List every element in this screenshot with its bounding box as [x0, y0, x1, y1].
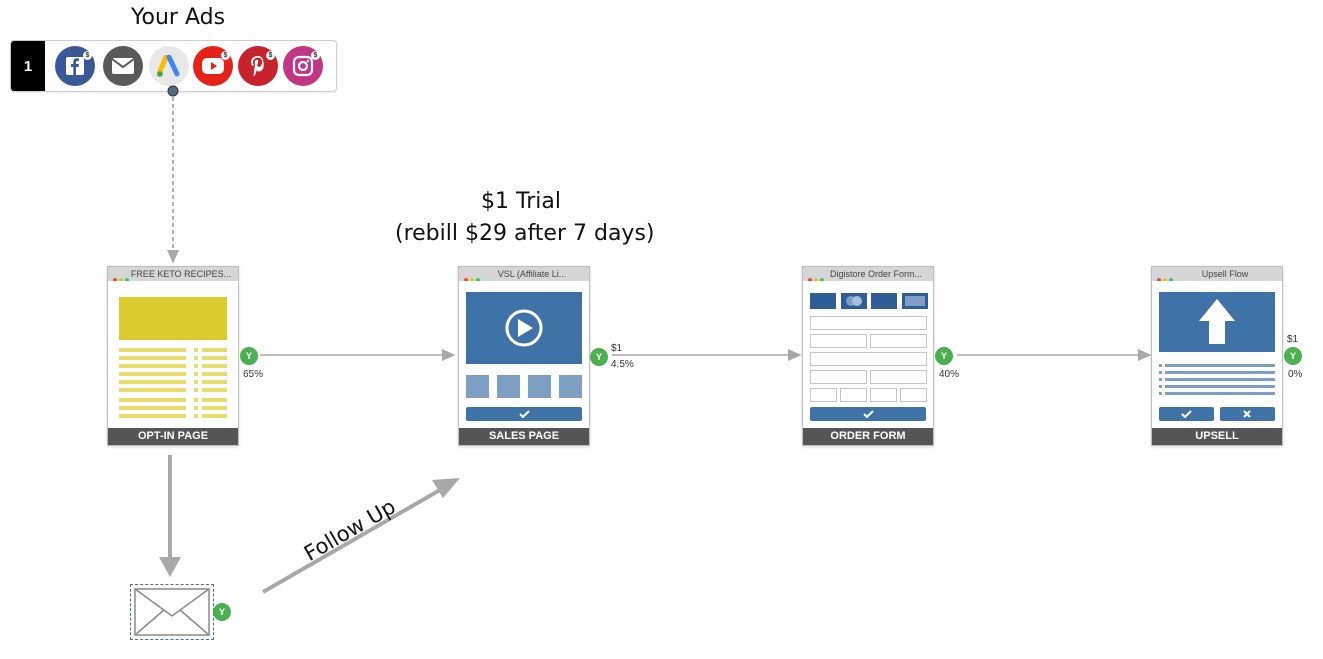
page-title: Your Ads [131, 5, 226, 30]
instagram-icon[interactable]: $ [283, 46, 323, 86]
upsell-yes-badge[interactable]: Y [1284, 347, 1302, 365]
sales-price: $1 [611, 343, 623, 354]
upsell-thumbnail [1159, 292, 1275, 421]
upsell-card[interactable]: Upsell Flow UPSELL [1151, 266, 1283, 446]
card-label: OPT-IN PAGE [108, 428, 238, 445]
upsell-conversion-rate: 0% [1288, 369, 1303, 380]
optin-page-thumbnail [119, 297, 227, 418]
sales-conversion-rate: 4.5% [611, 359, 634, 370]
card-label: SALES PAGE [459, 428, 589, 445]
upsell-price: $1 [1287, 334, 1299, 345]
youtube-icon[interactable]: $ [193, 46, 233, 86]
google-ads-icon[interactable] [149, 46, 189, 86]
card-label: UPSELL [1152, 428, 1282, 445]
card-title: FREE KETO RECIPES... [130, 269, 232, 279]
optin-page-card[interactable]: FREE KETO RECIPES... OPT-IN PAGE [107, 266, 239, 446]
card-title: Digistore Order Form... [829, 269, 923, 279]
order-form-thumbnail [810, 293, 928, 421]
follow-up-arrow-shaft [262, 488, 441, 594]
sales-page-card[interactable]: VSL (Affiliate Li... SALES PAGE [458, 266, 590, 446]
card-label: ORDER FORM [803, 428, 933, 445]
offer-title: $1 Trial [481, 189, 561, 214]
ad-sources-bar: 1 $ $ $ $ [10, 40, 337, 92]
sales-yes-badge[interactable]: Y [590, 348, 608, 366]
sales-page-thumbnail [466, 292, 582, 421]
ads-connector-dot[interactable] [167, 85, 179, 97]
order-conversion-rate: 40% [939, 369, 960, 380]
optin-yes-badge[interactable]: Y [240, 347, 258, 365]
optin-to-email-arrowhead [159, 557, 181, 577]
order-form-card[interactable]: Digistore Order Form... ORDER FORM [802, 266, 934, 446]
envelope-icon [134, 588, 210, 636]
card-title: Upsell Flow [1201, 269, 1249, 279]
email-yes-badge[interactable]: Y [213, 603, 231, 621]
card-titlebar: Digistore Order Form... [803, 267, 933, 281]
offer-subtitle: (rebill $29 after 7 days) [395, 221, 655, 246]
order-yes-badge[interactable]: Y [935, 347, 953, 365]
pinterest-icon[interactable]: $ [238, 46, 278, 86]
card-titlebar: VSL (Affiliate Li... [459, 267, 589, 281]
follow-up-arrowhead [432, 478, 460, 498]
ad-group-number: 1 [11, 41, 45, 91]
optin-conversion-rate: 65% [243, 369, 264, 380]
email-follow-up-node[interactable] [130, 584, 214, 640]
facebook-icon[interactable]: $ [55, 46, 95, 86]
email-icon[interactable] [103, 46, 143, 86]
card-titlebar: FREE KETO RECIPES... [108, 267, 238, 281]
card-titlebar: Upsell Flow [1152, 267, 1282, 281]
card-title: VSL (Affiliate Li... [497, 269, 567, 279]
